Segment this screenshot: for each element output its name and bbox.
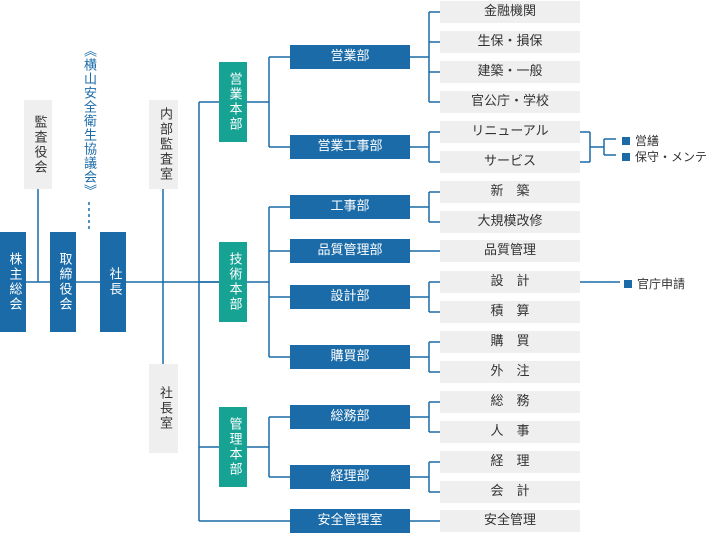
sales-division-box: 営業本部 [219, 62, 247, 142]
safety-office-box: 安全管理室 [290, 509, 410, 533]
design-department-box: 設計部 [290, 285, 410, 309]
general-affairs-department-box: 総務部 [290, 405, 410, 429]
section-building: 建築・一般 [440, 61, 580, 83]
internal-audit-box: 内部監査室 [149, 100, 178, 189]
note-maintenance: 営繕 [622, 132, 659, 149]
section-service: サービス [440, 151, 580, 173]
section-outsource: 外 注 [440, 361, 580, 383]
safety-council-label: 《横山安全衛生協議会》 [81, 44, 96, 198]
audit-board-box: 監査役会 [24, 100, 52, 189]
note-upkeep-label: 保守・メンテ [635, 150, 708, 164]
note-maintenance-label: 営繕 [635, 134, 660, 148]
section-accounts: 経 理 [440, 451, 580, 473]
sales-department-box: 営業部 [290, 45, 410, 69]
note-upkeep: 保守・メンテ [622, 148, 707, 165]
section-major-repair: 大規模改修 [440, 211, 580, 233]
section-general-affairs: 総 務 [440, 391, 580, 413]
president-office-box: 社長室 [149, 364, 178, 453]
board-of-directors-box: 取締役会 [50, 232, 76, 332]
square-bullet-icon [622, 136, 630, 145]
section-design: 設 計 [440, 271, 580, 293]
note-permit: 官庁申請 [624, 275, 685, 292]
section-public: 官公庁・学校 [440, 91, 580, 113]
section-insurance: 生保・損保 [440, 31, 580, 53]
square-bullet-icon [624, 279, 632, 288]
shareholders-meeting-box: 株主総会 [0, 232, 26, 332]
section-quality-management: 品質管理 [440, 240, 580, 262]
section-estimate: 積 算 [440, 301, 580, 323]
president-box: 社長 [100, 232, 126, 332]
section-new-build: 新 築 [440, 181, 580, 203]
note-permit-label: 官庁申請 [637, 277, 686, 291]
section-safety-management: 安全管理 [440, 510, 580, 532]
purchasing-department-box: 購買部 [290, 345, 410, 369]
square-bullet-icon [622, 152, 630, 161]
tech-division-box: 技術本部 [219, 242, 247, 322]
quality-department-box: 品質管理部 [290, 239, 410, 263]
section-finance: 金融機関 [440, 1, 580, 23]
section-personnel: 人 事 [440, 421, 580, 443]
admin-division-box: 管理本部 [219, 407, 247, 487]
section-accounting: 会 計 [440, 481, 580, 503]
construction-department-box: 工事部 [290, 195, 410, 219]
section-renewal: リニューアル [440, 121, 580, 143]
sales-engineering-department-box: 営業工事部 [290, 135, 410, 159]
accounting-department-box: 経理部 [290, 465, 410, 489]
section-purchase: 購 買 [440, 331, 580, 353]
